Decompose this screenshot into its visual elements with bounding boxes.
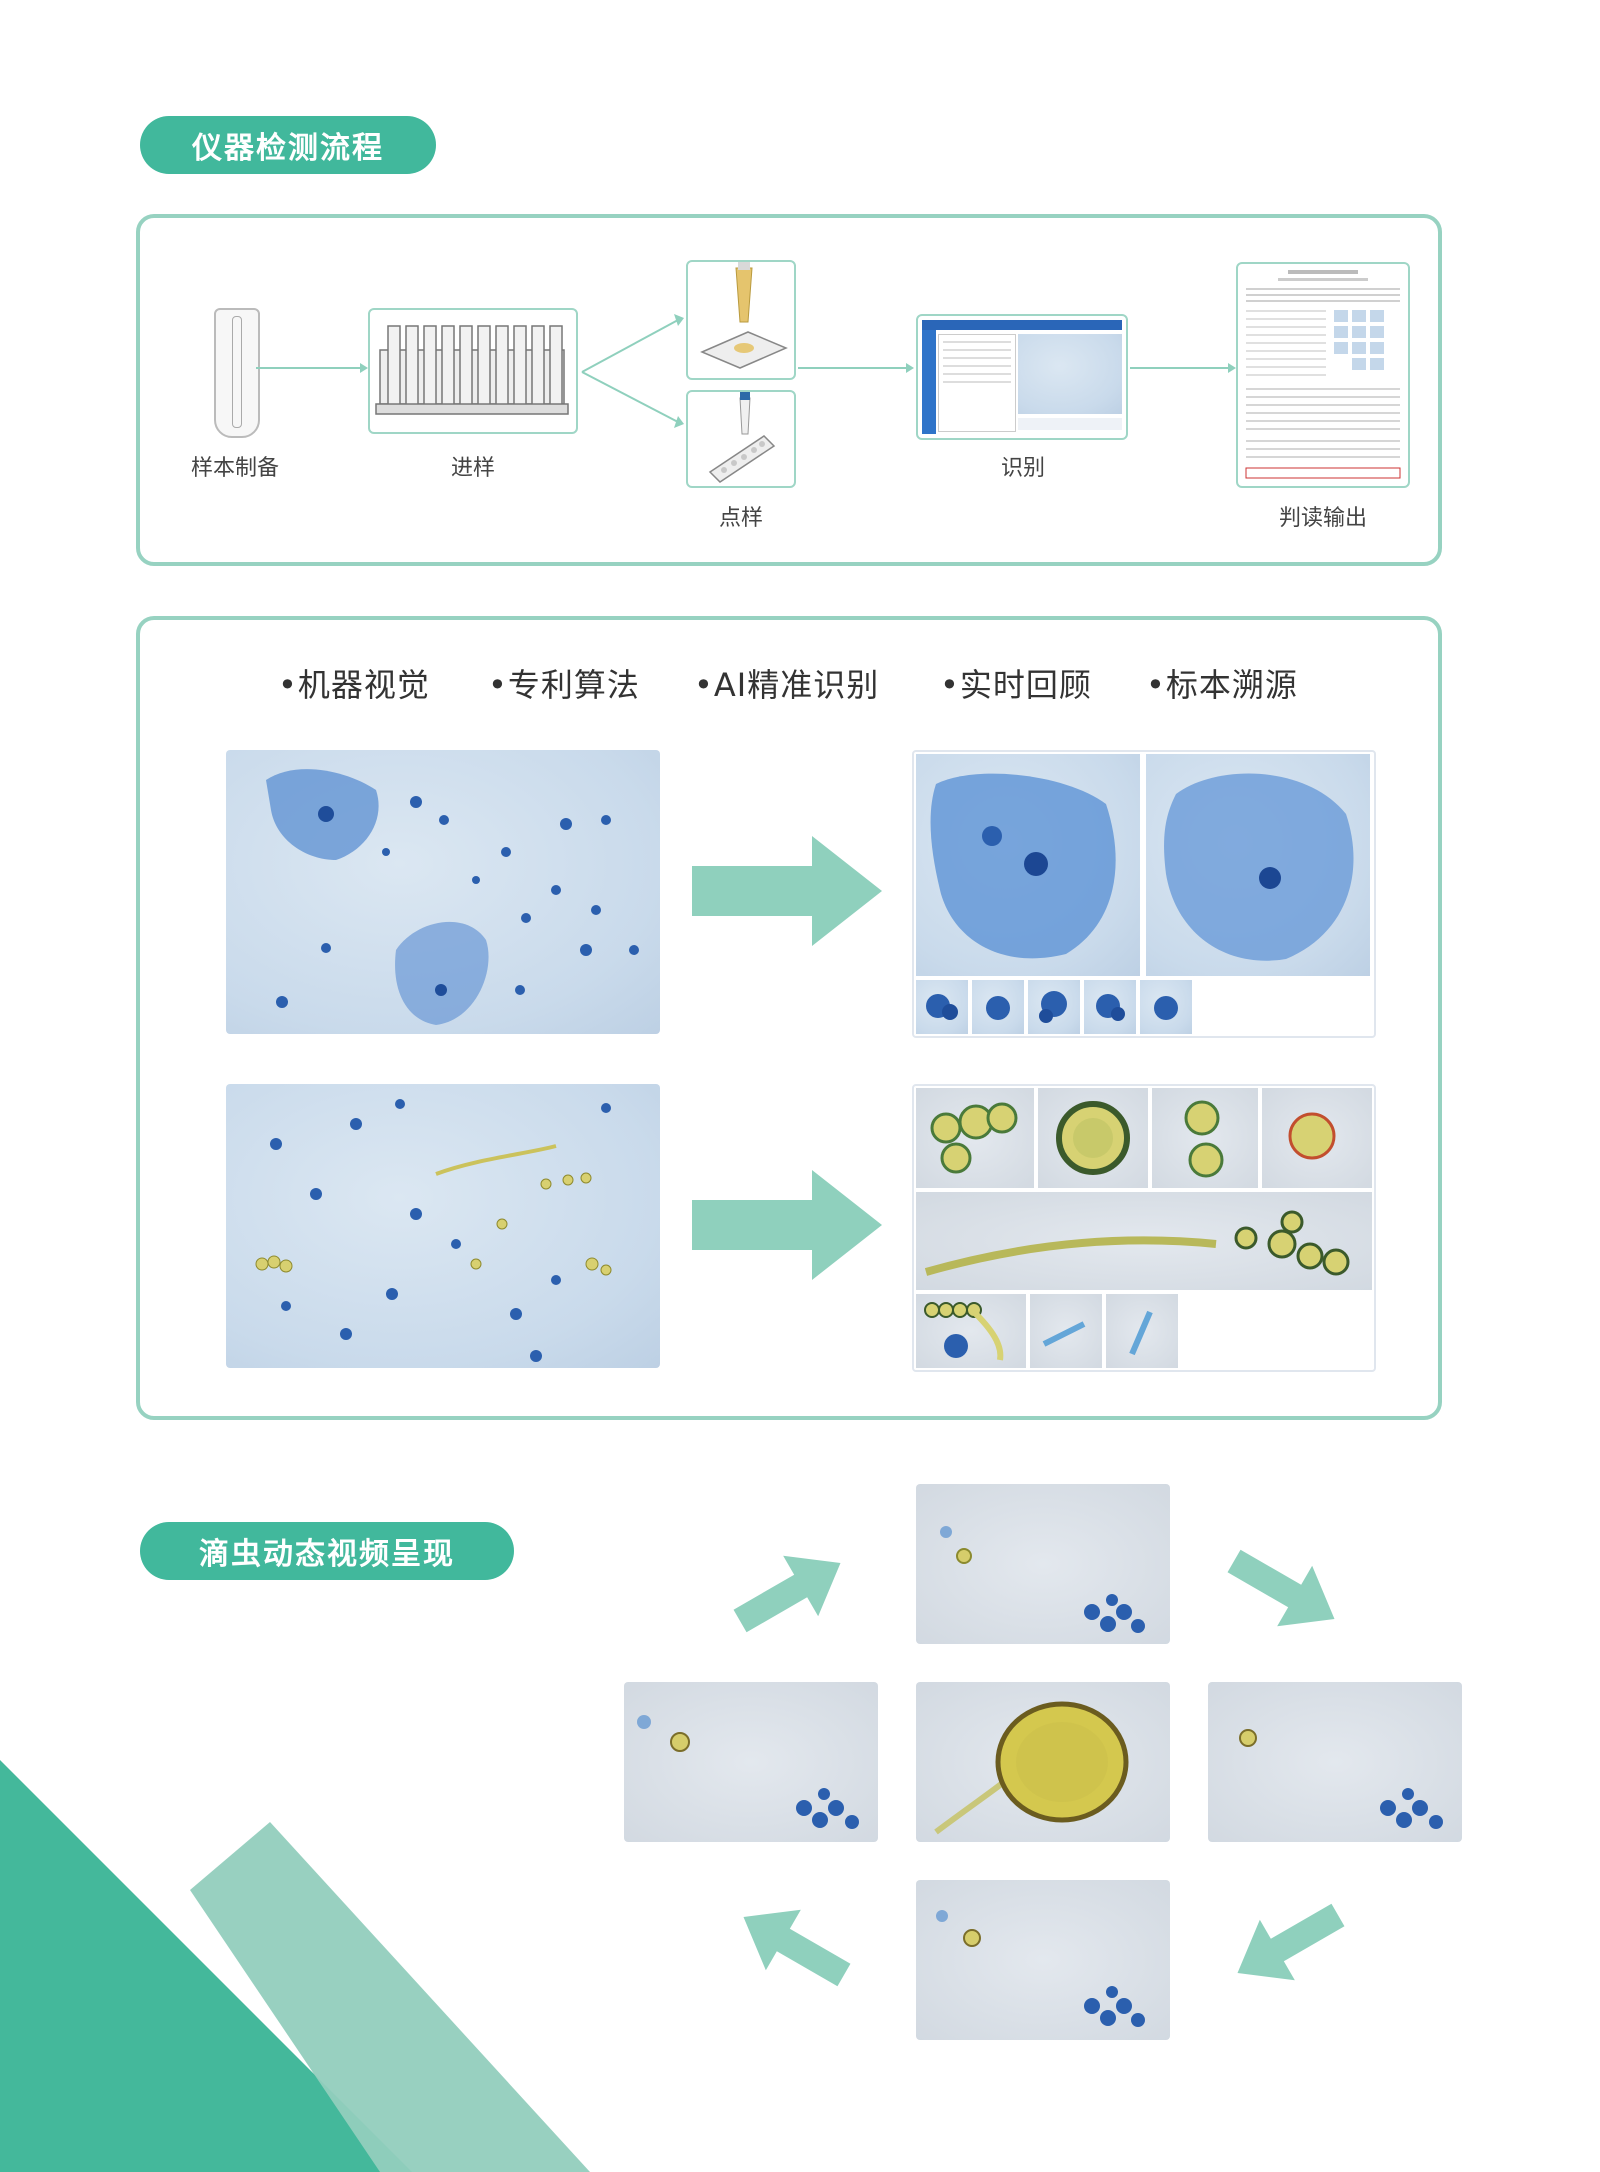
micrograph-epithelial-cells	[226, 750, 660, 1034]
step-label-output: 判读输出	[1278, 506, 1367, 531]
connector-arrow	[256, 363, 368, 373]
sample-tube-illustration	[214, 308, 260, 438]
step-label-sampling: 进样	[450, 456, 495, 481]
report-output-document	[1236, 262, 1410, 488]
spotting-illustration-bottom	[686, 390, 796, 488]
process-panel	[136, 214, 1442, 566]
feature-ai-recognition: •AI精准识别	[694, 666, 880, 704]
section-title-text: 仪器检测流程	[192, 131, 384, 166]
connector-arrow	[798, 363, 914, 373]
features-panel	[136, 616, 1442, 1420]
micrograph-fungal-hyphae	[226, 1084, 660, 1368]
recognition-software-screenshot	[916, 314, 1128, 440]
feature-patent-algorithm: •专利算法	[488, 666, 640, 704]
step-label-spotting: 点样	[718, 506, 763, 531]
cycle-arrow-down-right	[1227, 1549, 1335, 1627]
connector-split-arrows	[581, 314, 684, 428]
spotting-illustration-top	[686, 260, 796, 380]
big-arrow-right	[692, 1170, 882, 1280]
step-label-sample: 样本制备	[190, 456, 279, 481]
feature-realtime-review: •实时回顾	[940, 666, 1092, 704]
cycle-arrow-down-left	[1237, 1903, 1345, 1981]
step-label-recognition: 识别	[1000, 456, 1045, 481]
video-frame-bottom	[916, 1880, 1170, 2040]
feature-machine-vision: •机器视觉	[278, 666, 430, 704]
section-title-text: 滴虫动态视频呈现	[199, 1537, 455, 1572]
decorative-corner-shape	[0, 1760, 590, 2172]
section-title-process: 仪器检测流程	[140, 116, 436, 174]
sampler-rack-illustration	[368, 308, 578, 434]
recognition-result-grid-cells	[912, 750, 1376, 1038]
big-arrow-right	[692, 836, 882, 946]
cycle-arrow-up-right	[733, 1555, 841, 1633]
video-frame-left	[624, 1682, 878, 1842]
feature-specimen-trace: •标本溯源	[1146, 666, 1298, 704]
recognition-result-grid-fungi	[912, 1084, 1376, 1372]
connector-arrow	[1130, 363, 1236, 373]
video-frame-right	[1208, 1682, 1462, 1842]
video-frame-top	[916, 1484, 1170, 1644]
cycle-arrow-up-left	[743, 1909, 851, 1987]
section-title-video: 滴虫动态视频呈现	[140, 1522, 514, 1580]
video-frame-center-zoom	[916, 1682, 1170, 1842]
